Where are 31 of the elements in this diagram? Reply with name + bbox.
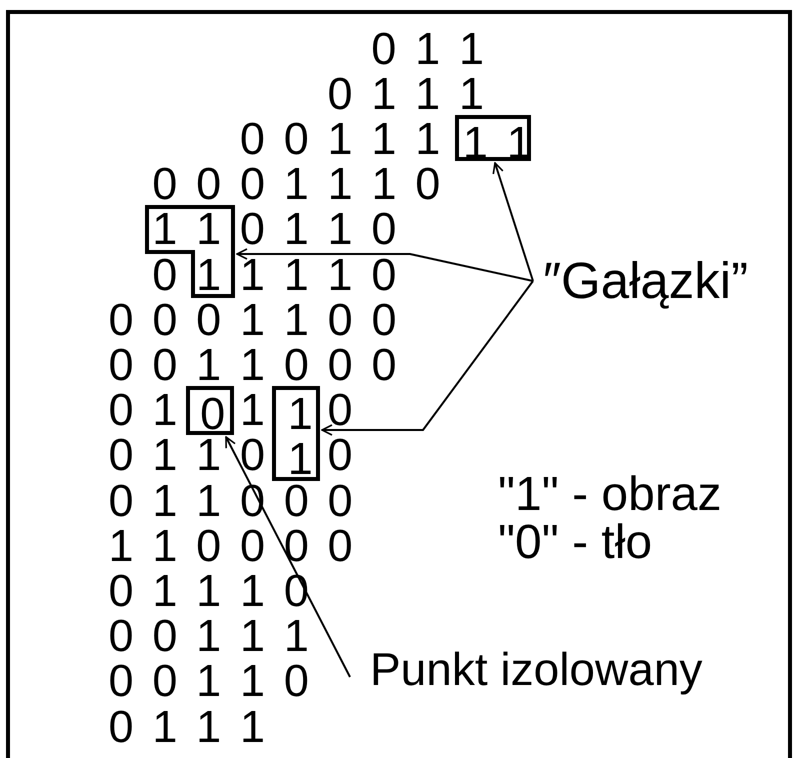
annotation-text: Punkt izolowany — [370, 645, 732, 693]
digit-row: 0 0 1 1 0 — [108, 658, 309, 704]
legend-text: "0" - tło — [498, 519, 652, 567]
digit-row: 1 — [240, 387, 265, 432]
digit-row: 1 — [288, 436, 313, 482]
digit-row: 0 1 1 1 — [328, 70, 484, 116]
digit-row: 0 1 1 — [371, 26, 484, 70]
digit-row: 1 1 — [152, 206, 222, 252]
digit-row: 0 0 0 1 1 1 0 — [152, 161, 440, 206]
digit-row: 0 — [152, 252, 178, 296]
digit-row: 0 0 1 1 1 — [240, 116, 440, 161]
digit-row: 0 — [328, 387, 353, 432]
legend-text: "1" - obraz — [498, 471, 722, 519]
digit-row: 1 1 0 0 0 0 — [108, 522, 353, 568]
digit-row: 0 0 1 1 0 0 0 — [108, 342, 397, 387]
digit-row: 1 — [288, 391, 313, 436]
digit-row: 0 — [328, 432, 353, 478]
digit-row: 0 1 1 1 — [108, 704, 266, 748]
leader-line — [492, 162, 534, 282]
leader-line — [321, 280, 534, 436]
digit-row: 0 1 1 0 — [240, 206, 396, 252]
highlight-frame — [186, 386, 234, 435]
digit-row: 1 — [196, 252, 222, 296]
digit-row: 1 1 1 0 — [240, 252, 396, 296]
leader-line — [236, 248, 534, 282]
digit-row: 0 0 1 1 1 — [108, 613, 309, 658]
digit-row: 0 1 — [108, 387, 178, 432]
highlight-frame — [272, 386, 320, 481]
leader-line — [225, 436, 351, 678]
highlight-frame — [455, 115, 531, 161]
digit-row: 0 0 0 1 1 0 0 — [108, 296, 397, 342]
